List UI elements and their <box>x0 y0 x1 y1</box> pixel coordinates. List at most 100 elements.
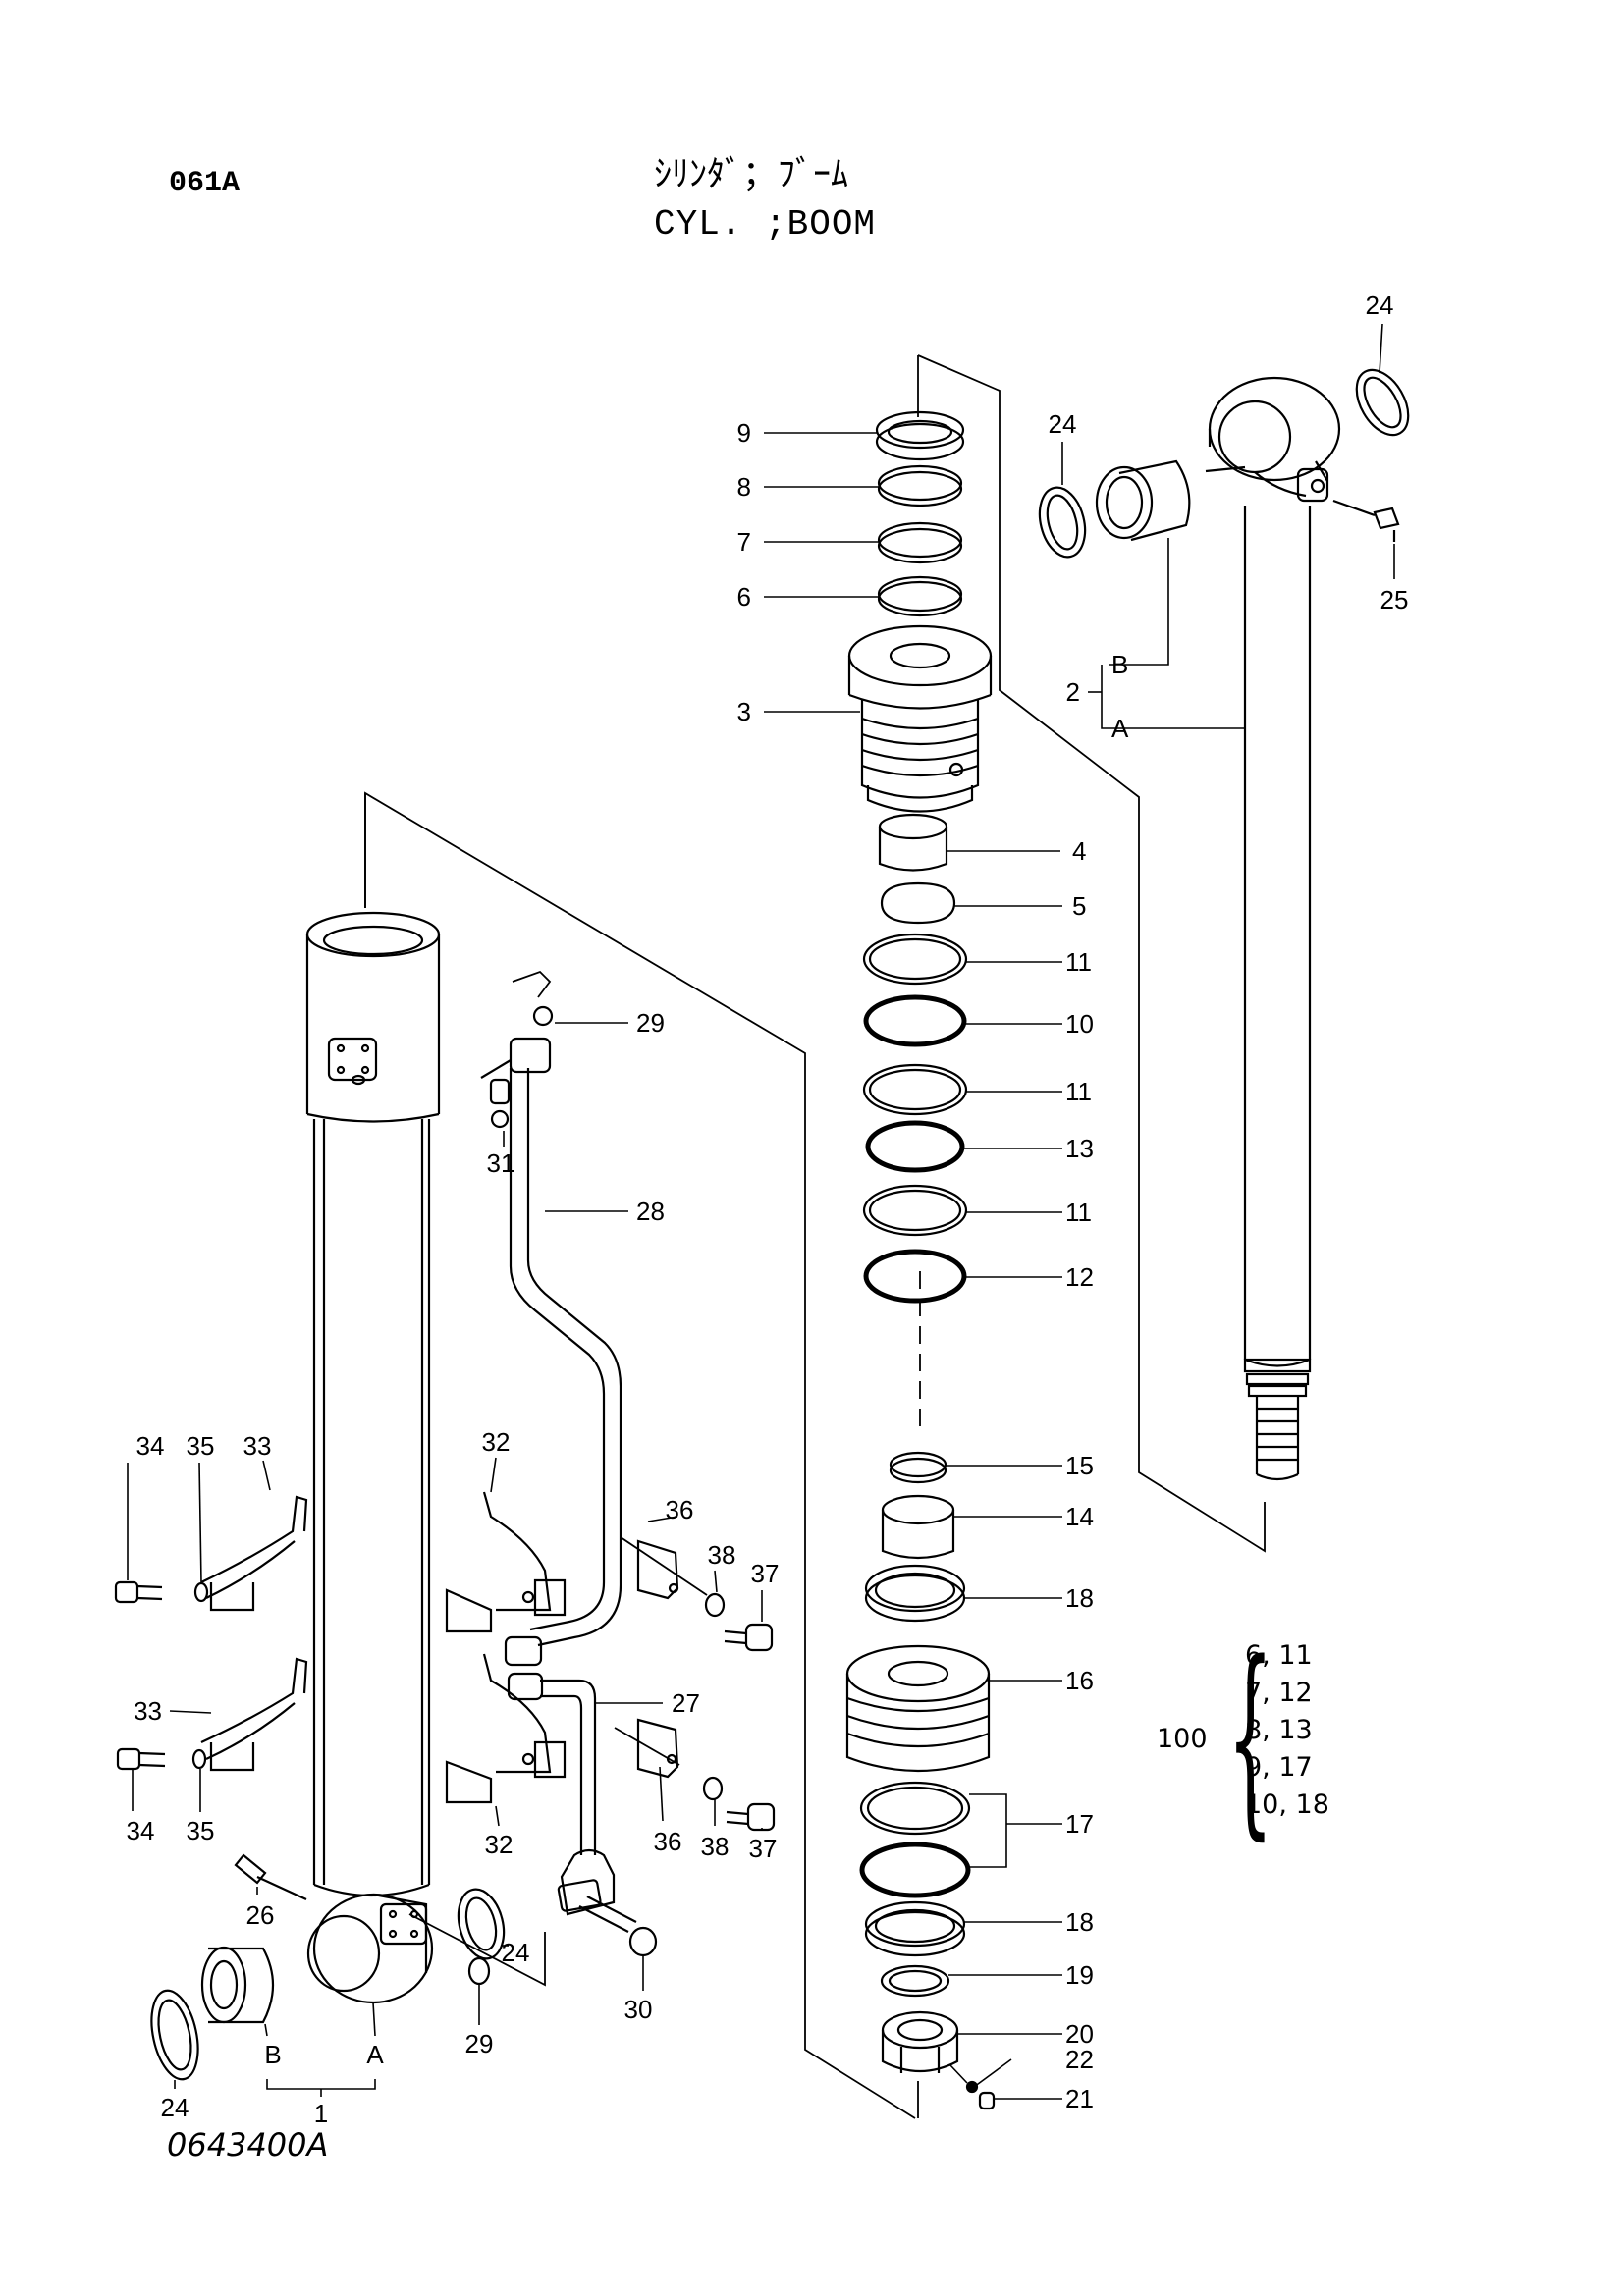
callout-2b: B <box>1111 650 1128 679</box>
clamp-32-lower <box>445 1653 567 1804</box>
callout-33-lower: 33 <box>134 1696 162 1726</box>
callout-24-rod-left: 24 <box>1049 409 1077 439</box>
callout-21: 21 <box>1065 2084 1094 2113</box>
clamp-36-upper <box>636 1539 679 1600</box>
callout-37-lower: 37 <box>749 1834 778 1863</box>
ring-9 <box>875 410 965 461</box>
callout-2: 2 <box>1066 677 1080 707</box>
bolt-30 <box>578 1896 658 1957</box>
bolt-34-lower <box>116 1747 166 1771</box>
callout-11-upper: 11 <box>1065 947 1092 977</box>
callout-14: 14 <box>1065 1502 1094 1531</box>
bolt-37-upper <box>724 1623 774 1652</box>
explosion-lines <box>364 354 1266 2119</box>
callout-18-lower: 18 <box>1065 1907 1094 1937</box>
bushing-1b <box>200 1946 275 2024</box>
callout-2a: A <box>1111 714 1129 743</box>
ring-6 <box>877 575 963 617</box>
callout-35-lower: 35 <box>187 1816 215 1845</box>
callout-4: 4 <box>1072 836 1086 866</box>
callout-8: 8 <box>737 472 751 502</box>
callout-29-upper: 29 <box>636 1008 665 1038</box>
o-ring-10 <box>863 994 967 1047</box>
callout-6: 6 <box>737 582 751 612</box>
piston-16 <box>845 1644 991 1773</box>
callout-18-upper: 18 <box>1065 1583 1094 1613</box>
clamp-33-upper <box>200 1495 308 1612</box>
callout-12: 12 <box>1065 1262 1094 1292</box>
callout-24-bottom-left: 24 <box>161 2093 189 2122</box>
callout-27: 27 <box>672 1688 700 1718</box>
kit-lines: 6, 11 7, 12 8, 13 9, 17 10, 18 <box>1245 1637 1329 1824</box>
callout-29-lower: 29 <box>465 2029 494 2058</box>
bolt-34-upper <box>114 1580 163 1604</box>
kit-brace: { <box>1227 1618 1273 1858</box>
callout-10: 10 <box>1065 1009 1094 1039</box>
ring-17 <box>859 1781 971 1836</box>
callout-11-lower: 11 <box>1065 1198 1092 1227</box>
callout-19: 19 <box>1065 1960 1094 1990</box>
callout-25: 25 <box>1380 585 1409 614</box>
ring-11-middle <box>862 1063 968 1116</box>
seal-24-rod-right <box>1355 368 1410 437</box>
callout-13: 13 <box>1065 1134 1094 1163</box>
callout-38-lower: 38 <box>701 1832 730 1861</box>
kit-id: 100 <box>1157 1724 1208 1754</box>
callout-30: 30 <box>624 1995 653 2024</box>
callout-32-lower: 32 <box>485 1830 514 1859</box>
title-japanese: ｼﾘﾝﾀﾞ；ﾌﾞｰﾑ <box>654 156 849 196</box>
washer-38-lower <box>702 1776 724 1801</box>
callout-22: 22 <box>1065 2045 1094 2074</box>
bolt-37-lower <box>726 1802 776 1832</box>
pipe-27 <box>507 1672 616 1916</box>
snap-ring-5 <box>880 881 956 925</box>
callout-1: 1 <box>314 2099 328 2128</box>
callout-37-upper: 37 <box>751 1559 780 1588</box>
clamp-36-lower <box>636 1718 679 1779</box>
o-ring-12 <box>863 1249 967 1304</box>
bushing-14 <box>881 1494 955 1560</box>
grease-fitting-26 <box>234 1853 307 1900</box>
seal-kit-legend: 100 { 6, 11 7, 12 8, 13 9, 17 10, 18 <box>1129 1629 1365 1845</box>
kit-line: 7, 12 <box>1245 1678 1313 1708</box>
callout-20: 20 <box>1065 2019 1094 2049</box>
ring-11-upper <box>862 933 968 986</box>
ball-22 <box>965 2080 979 2094</box>
kit-line: 10, 18 <box>1245 1789 1329 1820</box>
callout-33-upper: 33 <box>243 1431 272 1461</box>
callout-26: 26 <box>246 1900 275 1930</box>
ring-15 <box>889 1451 947 1484</box>
callout-labels: 9 8 7 6 3 4 5 11 10 11 13 11 12 15 14 18… <box>127 291 1409 2128</box>
callout-36-lower: 36 <box>654 1827 682 1856</box>
screw-21 <box>978 2091 996 2110</box>
callout-17: 17 <box>1065 1809 1094 1839</box>
ring-18-upper <box>864 1564 966 1623</box>
callout-24-eye: 24 <box>502 1938 530 1967</box>
callout-34-lower: 34 <box>127 1816 155 1845</box>
seal-24-rod-left <box>1038 486 1087 559</box>
drawing-number: 0643400A <box>167 2126 329 2163</box>
callout-9: 9 <box>737 418 751 448</box>
callout-3: 3 <box>737 697 751 726</box>
clamp-32-upper <box>445 1491 567 1633</box>
callout-16: 16 <box>1065 1666 1094 1695</box>
ring-18-lower <box>864 1900 966 1957</box>
grease-fitting-25 <box>1332 499 1400 542</box>
seal-24-right-of-eye <box>457 1888 506 1960</box>
callout-7: 7 <box>737 527 751 557</box>
kit-line: 9, 17 <box>1245 1752 1313 1783</box>
callout-32-upper: 32 <box>482 1427 511 1457</box>
seal-24-bottom-left <box>150 1989 199 2081</box>
kit-line: 8, 13 <box>1245 1715 1313 1745</box>
callout-34-upper: 34 <box>136 1431 165 1461</box>
o-ring-29-bottom <box>467 1956 491 1986</box>
callout-1a: A <box>366 2040 384 2069</box>
title-english: CYL. ;BOOM <box>654 204 877 244</box>
clamp-33-lower <box>200 1657 308 1772</box>
callout-24-rod-right: 24 <box>1366 291 1394 320</box>
callout-1b: B <box>264 2040 281 2069</box>
ring-8 <box>877 464 963 507</box>
callout-31: 31 <box>487 1148 515 1178</box>
o-ring-13 <box>865 1120 965 1173</box>
